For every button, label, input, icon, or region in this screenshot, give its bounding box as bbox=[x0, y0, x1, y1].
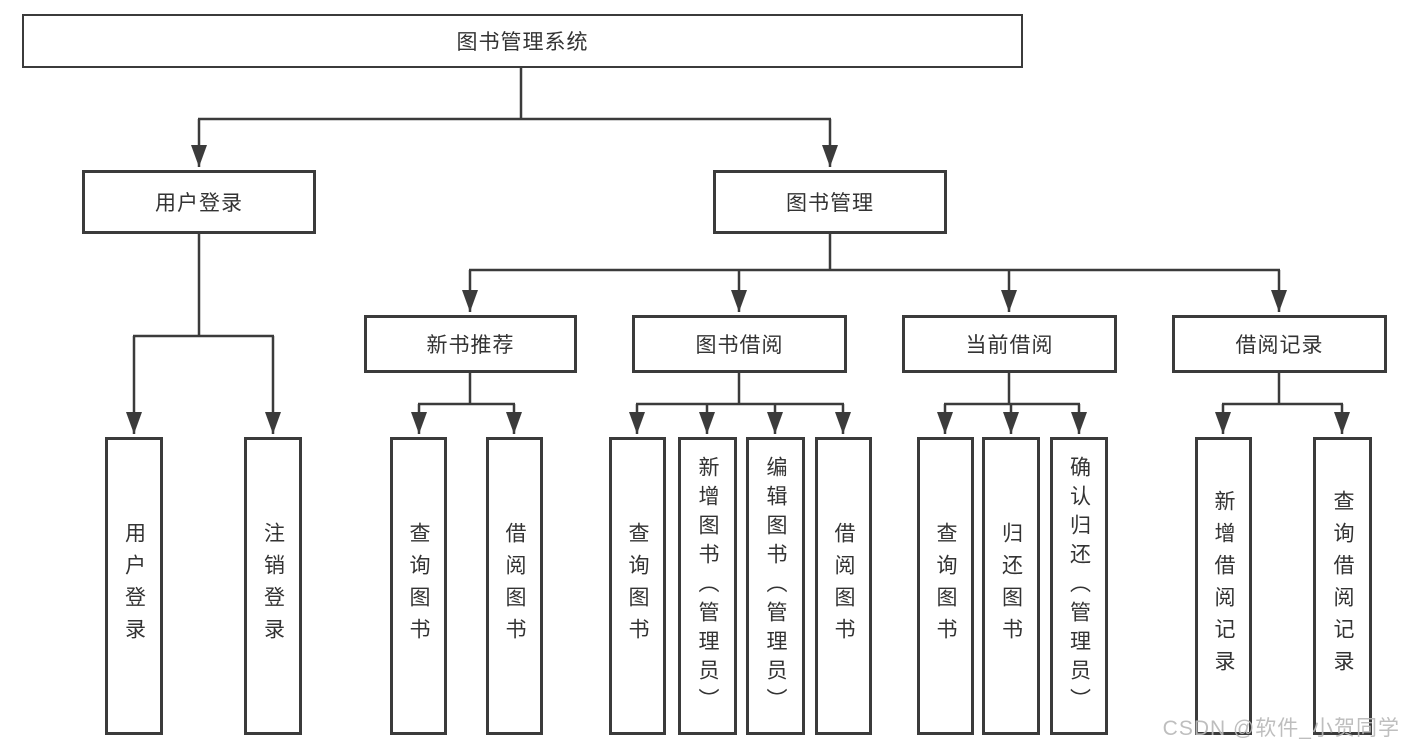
connector-records-section bbox=[1215, 373, 1350, 434]
node-user-login: 用户登录 bbox=[82, 170, 316, 234]
node-library-system: 图书管理系统 bbox=[22, 14, 1023, 68]
leaf-query-books-recommend: 查询图书 bbox=[390, 437, 447, 735]
leaf-edit-book-admin: 编辑图书（管理员） bbox=[746, 437, 805, 735]
node-new-book-recommend-label: 新书推荐 bbox=[426, 334, 515, 357]
node-borrowing-records-label: 借阅记录 bbox=[1235, 334, 1324, 357]
leaf-logout-label: 注销登录 bbox=[261, 522, 285, 650]
leaf-query-books-borrowing: 查询图书 bbox=[609, 437, 666, 735]
connector-borrowing-section bbox=[629, 373, 851, 434]
leaf-edit-book-admin-label: 编辑图书（管理员） bbox=[764, 455, 787, 717]
leaf-query-books-borrowing-label: 查询图书 bbox=[626, 522, 649, 650]
node-book-management: 图书管理 bbox=[713, 170, 947, 234]
node-book-borrowing-label: 图书借阅 bbox=[695, 334, 784, 357]
leaf-add-borrow-record: 新增借阅记录 bbox=[1195, 437, 1252, 735]
node-current-borrowing-label: 当前借阅 bbox=[965, 334, 1054, 357]
leaf-logout: 注销登录 bbox=[244, 437, 302, 735]
connector-user-branch bbox=[126, 233, 281, 434]
node-new-book-recommend: 新书推荐 bbox=[364, 315, 577, 373]
leaf-borrow-books-recommend-label: 借阅图书 bbox=[503, 522, 526, 650]
connector-book-branch bbox=[462, 233, 1287, 312]
node-current-borrowing: 当前借阅 bbox=[902, 315, 1117, 373]
leaf-add-book-admin-label: 新增图书（管理员） bbox=[696, 455, 719, 717]
watermark: CSDN @软件_小贺同学 bbox=[1162, 717, 1400, 740]
leaf-query-books-recommend-label: 查询图书 bbox=[407, 522, 430, 650]
leaf-return-books: 归还图书 bbox=[982, 437, 1040, 735]
leaf-user-login-label: 用户登录 bbox=[122, 522, 146, 650]
leaf-user-login: 用户登录 bbox=[105, 437, 163, 735]
leaf-borrow-books-borrowing-label: 借阅图书 bbox=[832, 522, 855, 650]
leaf-query-borrow-record-label: 查询借阅记录 bbox=[1331, 490, 1354, 682]
connector-current-section bbox=[937, 373, 1087, 434]
leaf-add-borrow-record-label: 新增借阅记录 bbox=[1212, 490, 1235, 682]
leaf-confirm-return-admin-label: 确认归还（管理员） bbox=[1067, 455, 1091, 717]
node-book-management-label: 图书管理 bbox=[786, 192, 874, 215]
node-user-login-label: 用户登录 bbox=[155, 192, 243, 215]
node-library-system-label: 图书管理系统 bbox=[456, 31, 589, 54]
node-book-borrowing: 图书借阅 bbox=[632, 315, 847, 373]
leaf-borrow-books-borrowing: 借阅图书 bbox=[815, 437, 872, 735]
leaf-query-books-current-label: 查询图书 bbox=[934, 522, 957, 650]
node-borrowing-records: 借阅记录 bbox=[1172, 315, 1387, 373]
connector-new-book-section bbox=[411, 373, 522, 434]
leaf-borrow-books-recommend: 借阅图书 bbox=[486, 437, 543, 735]
leaf-return-books-label: 归还图书 bbox=[999, 522, 1023, 650]
leaf-query-books-current: 查询图书 bbox=[917, 437, 974, 735]
leaf-add-book-admin: 新增图书（管理员） bbox=[678, 437, 737, 735]
leaf-confirm-return-admin: 确认归还（管理员） bbox=[1050, 437, 1108, 735]
connector-root bbox=[191, 68, 838, 167]
leaf-query-borrow-record: 查询借阅记录 bbox=[1313, 437, 1372, 735]
